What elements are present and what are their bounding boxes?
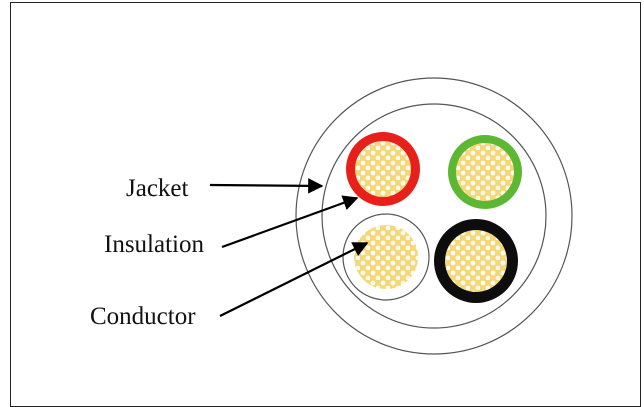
black-conductor bbox=[445, 230, 507, 292]
red-conductor bbox=[355, 141, 411, 197]
conductor-label: Conductor bbox=[90, 303, 196, 330]
insulation-label: Insulation bbox=[104, 231, 204, 258]
conductor-arrow bbox=[219, 242, 369, 317]
jacket-inner-circle bbox=[321, 103, 547, 329]
green-conductor bbox=[456, 143, 514, 201]
insulation-arrow bbox=[221, 195, 359, 249]
jacket-arrow bbox=[209, 178, 324, 194]
jacket-label: Jacket bbox=[126, 175, 189, 202]
white-conductor bbox=[354, 225, 418, 289]
